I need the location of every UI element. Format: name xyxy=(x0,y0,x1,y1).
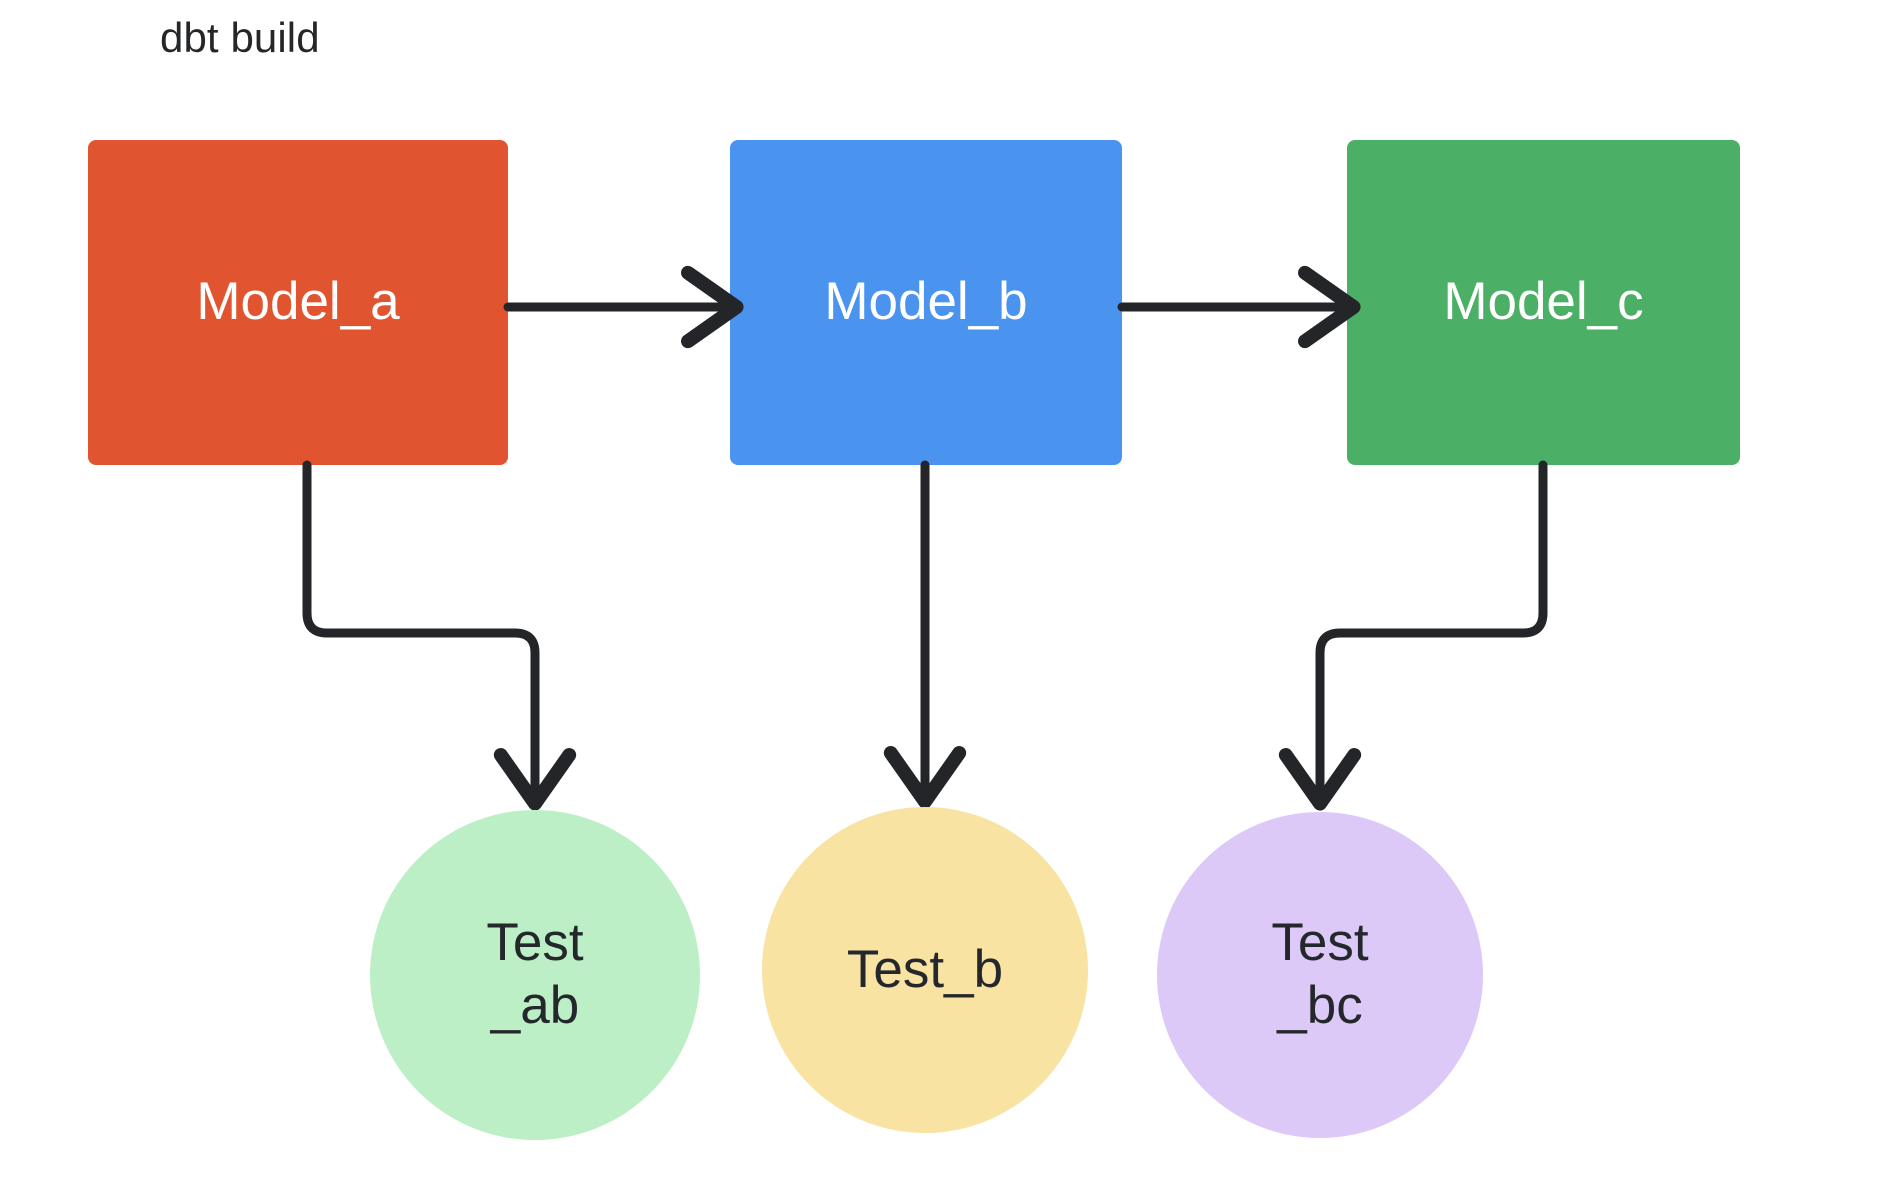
node-test-ab[interactable] xyxy=(370,810,700,1140)
diagram-title: dbt build xyxy=(160,14,320,61)
node-test-bc[interactable] xyxy=(1157,812,1483,1138)
edge-model-a-to-test-ab xyxy=(302,460,577,811)
node-model-c[interactable] xyxy=(1347,140,1740,465)
node-model-b[interactable] xyxy=(730,140,1122,465)
node-model-a[interactable] xyxy=(88,140,508,465)
node-test-b[interactable] xyxy=(762,807,1088,1133)
edge-model-c-to-test-bc xyxy=(1278,460,1548,811)
